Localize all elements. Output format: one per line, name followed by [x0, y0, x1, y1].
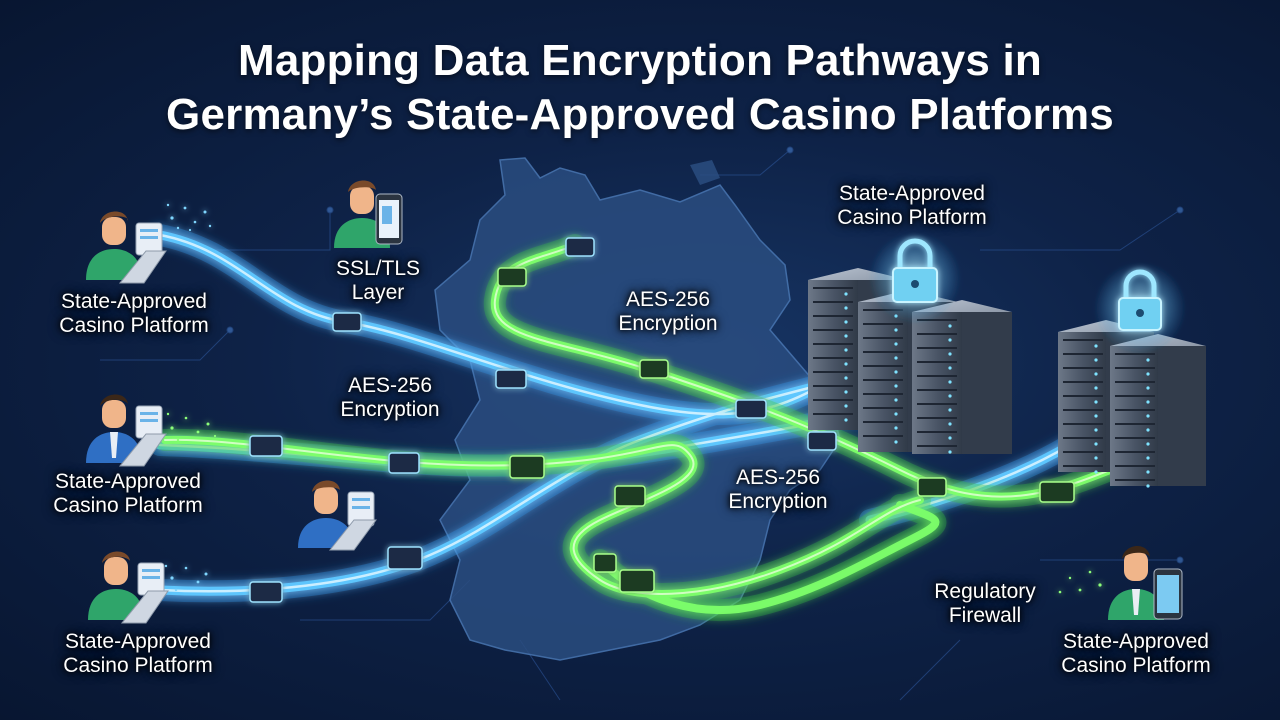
label-platform-right-bottom: State-Approved Casino Platform: [1061, 630, 1211, 677]
label-platform-left-2: State-Approved Casino Platform: [53, 470, 203, 517]
label-aes-left: AES-256 Encryption: [340, 374, 440, 421]
user-laptop-icon: [86, 394, 167, 467]
map-island: [690, 160, 720, 185]
label-aes-center: AES-256 Encryption: [728, 466, 828, 513]
circuit-background: [100, 146, 1184, 701]
label-aes-top: AES-256 Encryption: [618, 288, 718, 335]
label-platform-left-1: State-Approved Casino Platform: [59, 290, 209, 337]
data-particles: [164, 203, 1102, 594]
title-line-1: Mapping Data Encryption Pathways in: [237, 36, 1042, 85]
encryption-node: [497, 267, 1075, 593]
encryption-nodes: [249, 237, 1075, 603]
padlock-icon: [1094, 262, 1186, 354]
title-line-2: Germany’s State-Approved Casino Platform…: [166, 90, 1114, 139]
user-phone-icon: [334, 180, 403, 248]
label-platform-left-3: State-Approved Casino Platform: [63, 630, 213, 677]
label-platform-top-right: State-Approved Casino Platform: [837, 182, 987, 229]
user-phone-icon: [1108, 545, 1183, 620]
label-regulatory-firewall: Regulatory Firewall: [934, 580, 1036, 627]
user-laptop-icon: [298, 480, 377, 551]
user-laptop-icon: [86, 211, 167, 284]
page-title: Mapping Data Encryption Pathways in Germ…: [0, 34, 1280, 142]
padlock-icon: [869, 232, 961, 324]
encryption-node: [249, 237, 837, 603]
label-ssl-tls-layer: SSL/TLS Layer: [335, 257, 421, 304]
user-laptop-icon: [88, 551, 169, 624]
